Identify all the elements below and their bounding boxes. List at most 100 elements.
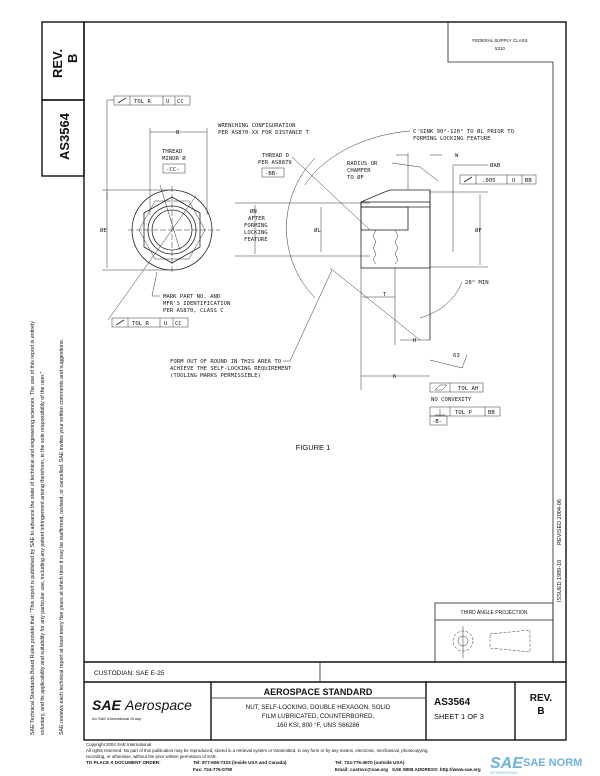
fcf-bottom-mod: U (164, 321, 167, 327)
dim-n-5: FEATURE (244, 237, 268, 243)
fcf-bottom-datum: CC (175, 321, 182, 327)
title-line-3: 160 KSI, 800 °F, UNS S66286 (277, 722, 360, 729)
side-notice: SAE Technical Standards Board Rules prov… (30, 321, 65, 735)
projection-label: THIRD ANGLE PROJECTION (461, 610, 528, 616)
radius-note-2: CHAMFER (347, 168, 371, 174)
dim-ab: ØAB (490, 162, 501, 169)
standard-heading: AEROSPACE STANDARD (264, 687, 373, 697)
email: Email: custsvc@sae.org (335, 767, 388, 772)
sheet-frame (83, 21, 567, 741)
notice-line-2: voluntary, and its applicability and sui… (40, 372, 46, 735)
fcf-flatness: TOL AH (429, 382, 484, 393)
dim-h: H (413, 338, 416, 344)
aerospace-logo: Aerospace (124, 697, 192, 713)
fcf-perp-datum: BB (488, 410, 495, 416)
figure-caption: FIGURE 1 (296, 443, 331, 452)
datum-b: -B- (432, 419, 442, 425)
thread-d-1: THREAD D (262, 153, 290, 159)
fcf-flat-tol: TOL AH (458, 386, 478, 392)
form-out-note-1: FORM OUT OF ROUND IN THIS AREA TO (170, 359, 282, 365)
thread-d-2: PER AS8879 (258, 160, 292, 166)
rev-label-bottom: REV. (530, 693, 553, 704)
rev-value-bottom: B (537, 706, 544, 717)
supply-class-number: 5310 (495, 46, 506, 51)
logo-subtitle: An SAE International Group (92, 716, 142, 721)
web-address: SAE WEB ADDRESS: http://www.sae.org (392, 767, 481, 772)
surface-finish-icon (429, 354, 468, 369)
radius-note-1: RADIUS OR (347, 161, 378, 167)
dim-b: B (176, 130, 180, 136)
fcf-ab: .005 U BB (459, 174, 537, 185)
copyright: Copyright 2004 SAE International (86, 742, 151, 747)
sae-norm-watermark: SAE SAE NORM INTERNATIONAL (490, 755, 582, 775)
doc-number: AS3564 (434, 697, 471, 708)
svg-text:SAE: SAE (490, 755, 524, 772)
dim-l: ØL (314, 227, 321, 234)
flatness-icon (434, 384, 448, 391)
fcf-top: TOL R U CC (106, 95, 191, 200)
perpendicularity-icon (435, 409, 445, 416)
csink-note-1: C'SINK 90°-120° TO ØL PRIOR TO (413, 128, 515, 135)
fcf-perp-tol: TOL P (455, 410, 472, 416)
fcf-perpendicularity: TOL P BB -B- (429, 406, 501, 426)
fcf-top-tol: TOL R (134, 99, 151, 105)
mark-note-3: PER AS870, CLASS C (163, 308, 224, 314)
dim-e: ØE (100, 227, 107, 234)
footer: Copyright 2004 SAE International All rig… (86, 742, 481, 772)
watermark-text: SAE NORM (523, 757, 582, 769)
fcf-ab-tol: .005 (482, 178, 495, 184)
custodian: CUSTODIAN: SAE E-25 (94, 670, 165, 677)
side-view: ØN AFTER FORMING LOCKING FEATURE ØL W RA… (235, 153, 537, 390)
fcf-bottom-tol: TOL R (132, 321, 149, 327)
datum-bb: -BB- (265, 171, 278, 177)
figure-1-drawing: TOL R U CC B WRENCHING CONFIGURATION PER… (100, 95, 537, 452)
order-label: TO PLACE A DOCUMENT ORDER: (86, 760, 161, 765)
thread-minor-1: THREAD (162, 149, 183, 155)
radius-note-3: TO ØF (347, 174, 364, 181)
thread-minor-2: MINOR Ø (162, 155, 186, 162)
no-convexity: NO CONVEXITY (431, 397, 472, 403)
wrenching-note-1: WRENCHING CONFIGURATION (218, 123, 295, 129)
revised-date: REVISED 2004-06 (557, 499, 563, 545)
notice-line-1: SAE Technical Standards Board Rules prov… (30, 321, 36, 735)
dim-t: T (383, 292, 387, 298)
angle-28-min: 28° MIN (465, 280, 489, 286)
rights-line-1: All rights reserved. No part of this pub… (86, 748, 429, 753)
dim-n-4: LOCKING (244, 230, 268, 236)
dim-w: W (455, 153, 459, 159)
supply-class-box: FEDERAL SUPPLY CLASS 5310 (447, 22, 553, 63)
datum-cc: -CC- (166, 167, 179, 173)
issued-date: ISSUED 1989-10 (557, 560, 563, 602)
dim-k: K (393, 374, 397, 380)
runout-arrow-icon (117, 97, 127, 104)
left-rev-column: REV. B AS3564 (41, 21, 85, 177)
fax: Fax: 724-776-0790 (193, 767, 233, 772)
dim-n: ØN (250, 208, 257, 215)
dim-n-2: AFTER (248, 216, 265, 222)
dim-n-3: FORMING (244, 223, 268, 229)
sheet-number: SHEET 1 OF 3 (434, 712, 484, 721)
sae-logo: SAE (92, 697, 121, 713)
form-out-note-2: ACHIEVE THE SELF-LOCKING REQUIREMENT (170, 366, 292, 372)
tel-intl: Tel: 724-776-4970 (outside USA) (335, 760, 405, 765)
doc-number-vertical: AS3564 (57, 112, 72, 160)
title-line-1: NUT, SELF-LOCKING, DOUBLE HEXAGON, SOLID (246, 704, 391, 711)
rights-line-2: recording, or otherwise, without the pri… (86, 754, 217, 759)
watermark-sub: INTERNATIONAL (490, 771, 518, 775)
supply-class-label: FEDERAL SUPPLY CLASS (472, 38, 527, 43)
notice-line-3: SAE reviews each technical report at lea… (59, 339, 65, 735)
wrenching-note-2: PER AS870-XX FOR DISTANCE T (218, 130, 310, 136)
third-angle-projection: THIRD ANGLE PROJECTION (434, 602, 554, 663)
tel-us: Tel: 877-606-7323 (inside USA and Canada… (193, 760, 287, 765)
title-line-2: FILM LUBRICATED, COUNTERBORED, (262, 713, 375, 720)
surface-finish-63: 63 (453, 353, 460, 359)
dim-f: ØF (475, 227, 482, 234)
fcf-top-mod: U (166, 99, 169, 105)
rev-label: REV. (50, 49, 65, 78)
mark-note-1: MARK PART NO. AND (163, 294, 221, 300)
title-block: CUSTODIAN: SAE E-25 SAE Aerospace An SAE… (84, 661, 566, 740)
fcf-bottom: TOL R U CC (111, 317, 189, 328)
fcf-ab-mod: U (512, 178, 515, 184)
front-view: ØE THREAD MINOR Ø -CC- MARK PART NO. AND… (100, 149, 230, 321)
